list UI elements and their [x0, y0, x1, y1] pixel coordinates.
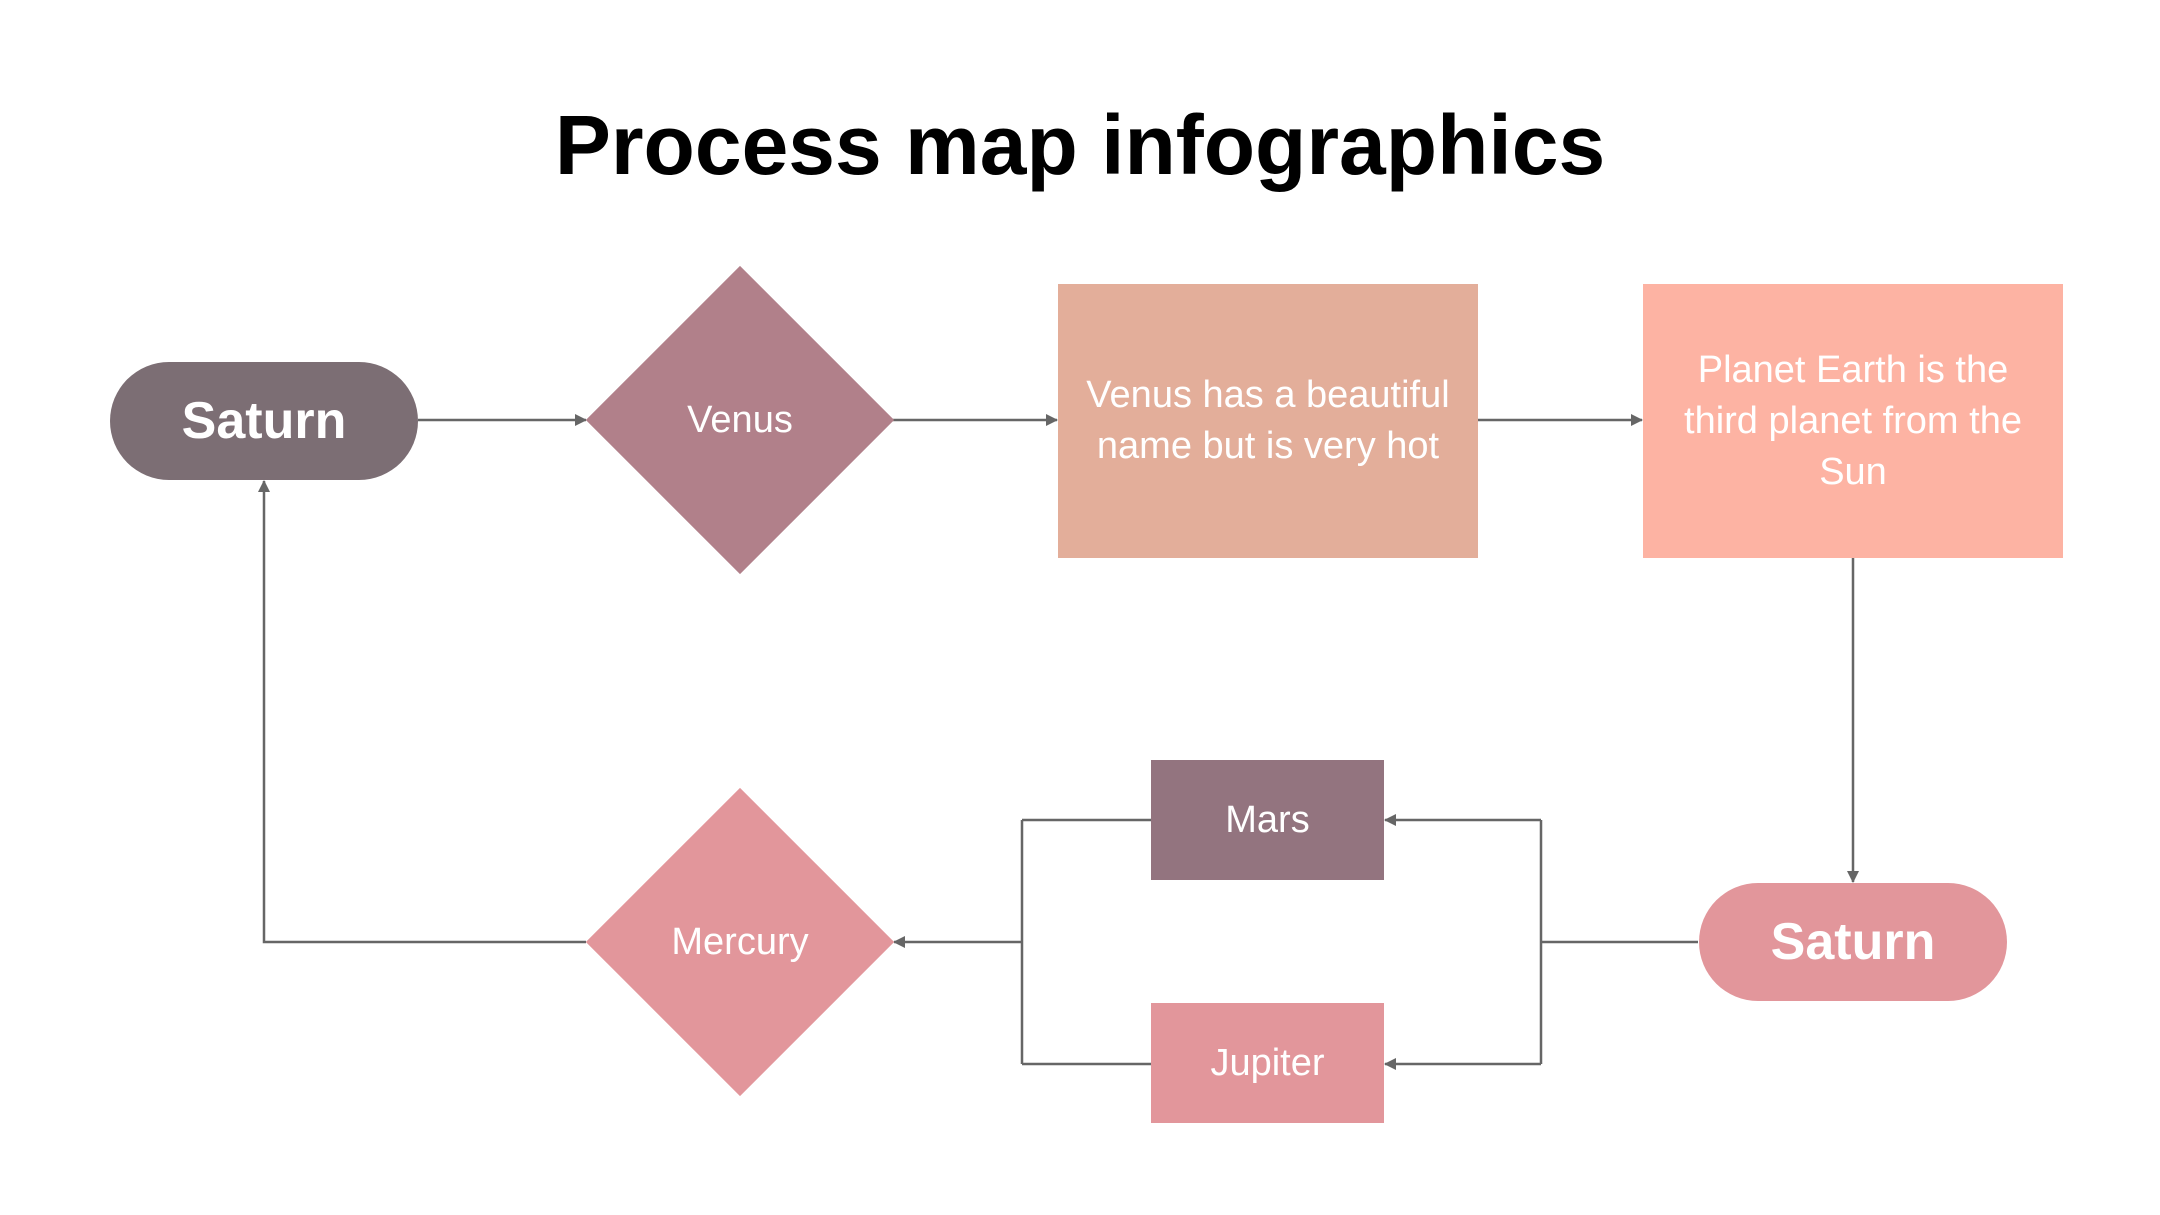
- node-label: Venus: [687, 398, 793, 441]
- node-venus-description: Venus has a beautiful name but is very h…: [1058, 284, 1478, 558]
- node-jupiter: Jupiter: [1151, 1003, 1384, 1123]
- node-saturn-end: Saturn: [1699, 883, 2007, 1001]
- page-title: Process map infographics: [554, 98, 1606, 192]
- node-earth-description: Planet Earth is the third planet from th…: [1643, 284, 2063, 558]
- node-label: Jupiter: [1210, 1041, 1325, 1084]
- node-label: Saturn: [181, 392, 347, 450]
- node-label: Mars: [1225, 798, 1310, 841]
- node-venus-decision: Venus: [585, 265, 895, 575]
- node-saturn-start: Saturn: [110, 362, 418, 480]
- node-label: Planet Earth is the third planet from th…: [1684, 348, 2022, 493]
- arrow-mercury-to-saturn: [258, 480, 586, 944]
- node-mars: Mars: [1151, 760, 1384, 880]
- node-mercury-decision: Mercury: [585, 787, 895, 1097]
- node-label: Mercury: [671, 920, 809, 963]
- node-label: Venus has a beautiful name but is very h…: [1086, 374, 1450, 467]
- node-label: Saturn: [1770, 913, 1936, 971]
